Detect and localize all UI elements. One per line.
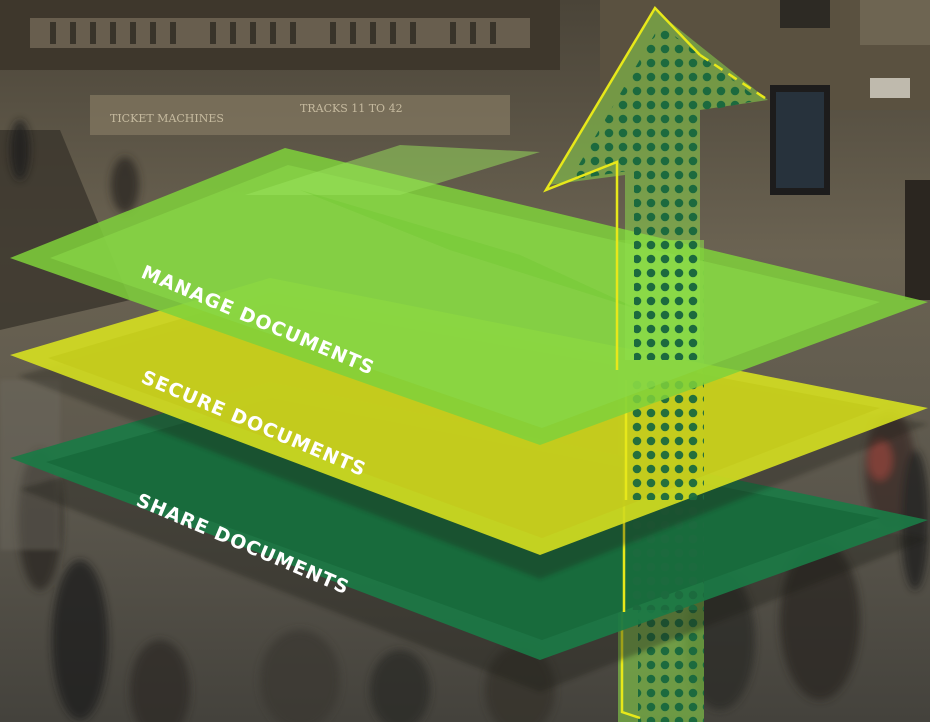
ticket-machines-sign: TICKET MACHINES — [110, 112, 224, 125]
manage-documents-layer: MANAGE DOCUMENTS — [10, 145, 928, 445]
tracks-sign: TRACKS 11 TO 42 — [300, 102, 403, 115]
growth-arrow-head — [543, 5, 769, 370]
